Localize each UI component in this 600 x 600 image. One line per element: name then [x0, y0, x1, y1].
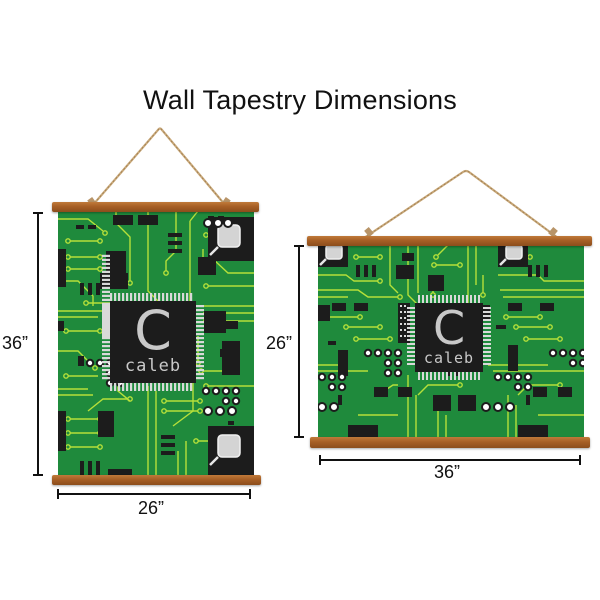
monogram-name: caleb — [124, 356, 182, 376]
top-wood-rod — [52, 202, 259, 212]
circuit-board-fabric: C caleb — [318, 245, 584, 438]
height-label: 36” — [2, 333, 29, 353]
width-label: 26” — [138, 498, 165, 518]
monogram-chip — [110, 301, 196, 383]
bottom-wood-rod — [52, 475, 261, 485]
monogram-name: caleb — [423, 349, 475, 367]
width-label: 36” — [434, 462, 461, 482]
height-label: 26” — [266, 333, 293, 353]
monogram-letter: C — [432, 301, 466, 355]
hanging-rope-icon — [363, 169, 559, 239]
monogram-letter: C — [134, 299, 172, 362]
page-title: Wall Tapestry Dimensions — [143, 85, 457, 115]
bottom-wood-rod — [310, 437, 590, 448]
circuit-board-fabric: C caleb — [58, 211, 254, 477]
top-wood-rod — [307, 236, 592, 246]
hanging-rope-icon — [87, 127, 231, 207]
